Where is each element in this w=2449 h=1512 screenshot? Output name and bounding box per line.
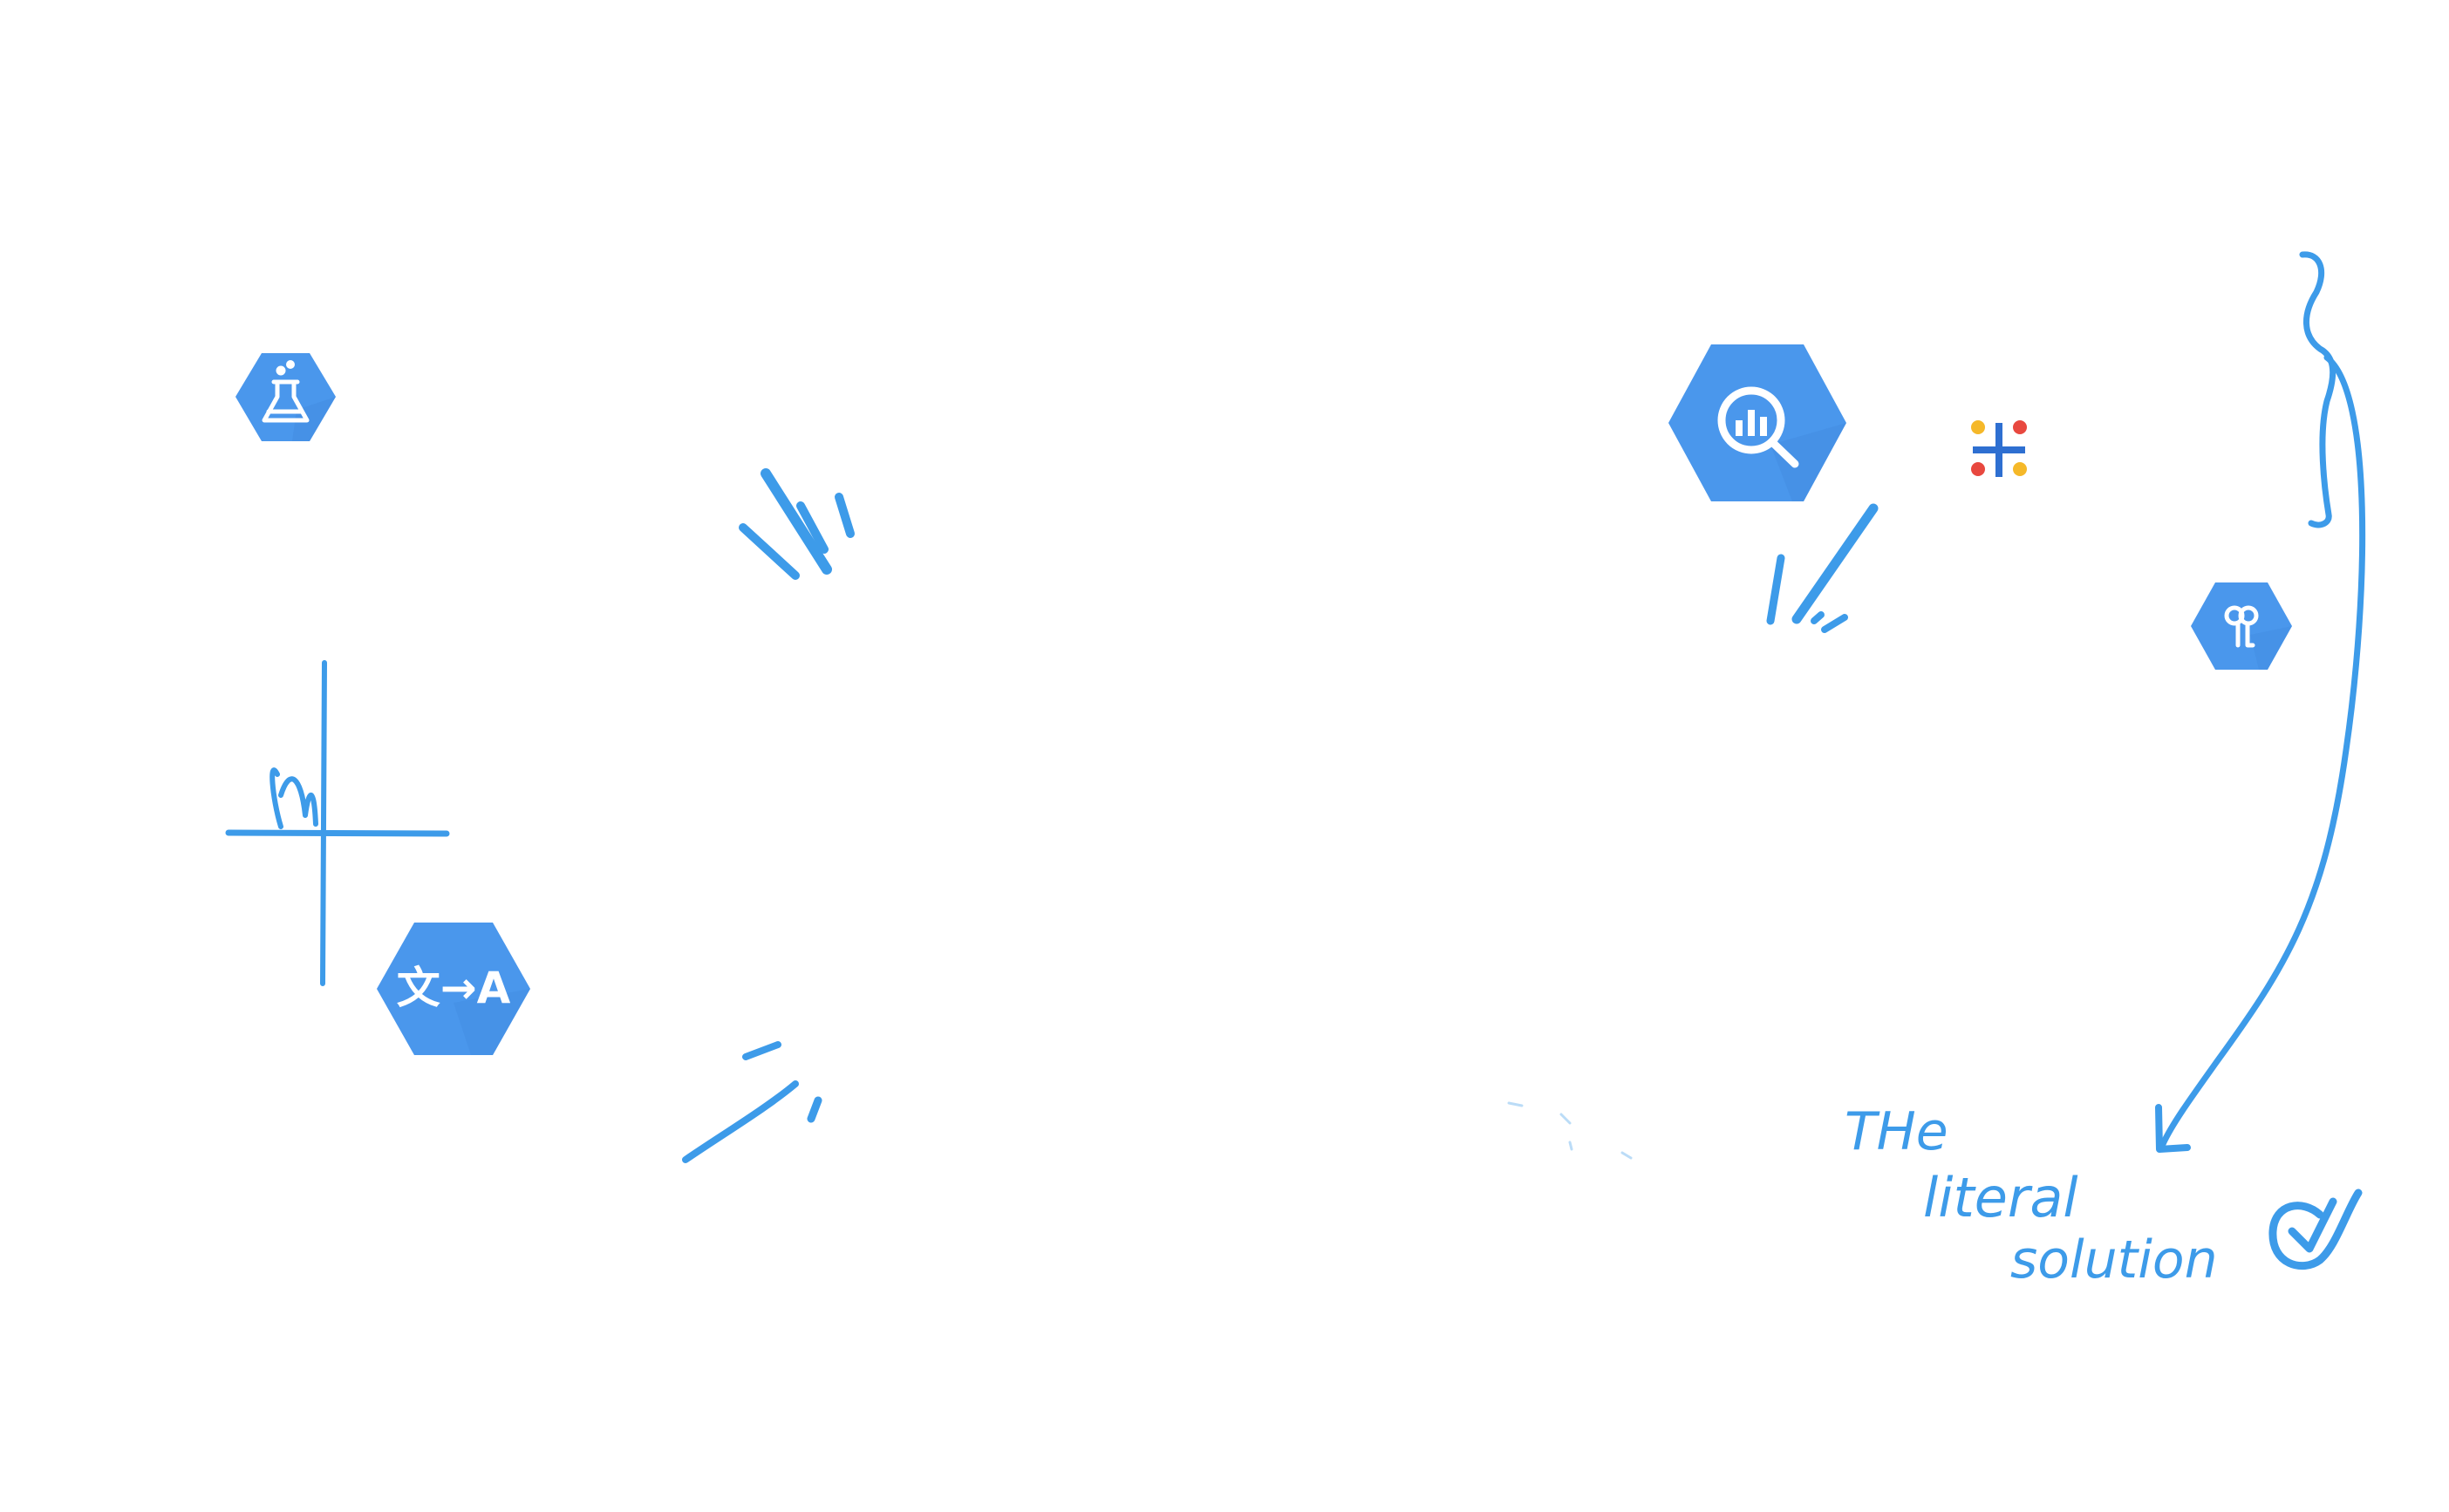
bigquery-icon	[1668, 344, 1846, 501]
hand-drawn-strokes	[225, 251, 2366, 1270]
translate-icon: 文→A	[377, 923, 530, 1055]
lab-flask-icon	[235, 353, 337, 441]
translate-icon-label: 文→A	[397, 963, 511, 1013]
annotation-line-1: THe	[1845, 1101, 1948, 1162]
annotation-line-2: literal	[1923, 1166, 2078, 1229]
key-icon	[2191, 582, 2292, 670]
handwritten-annotation: THe literal solution	[1845, 1101, 2218, 1291]
annotation-line-3: solution	[2010, 1229, 2218, 1291]
tableau-icon	[1971, 420, 2027, 477]
